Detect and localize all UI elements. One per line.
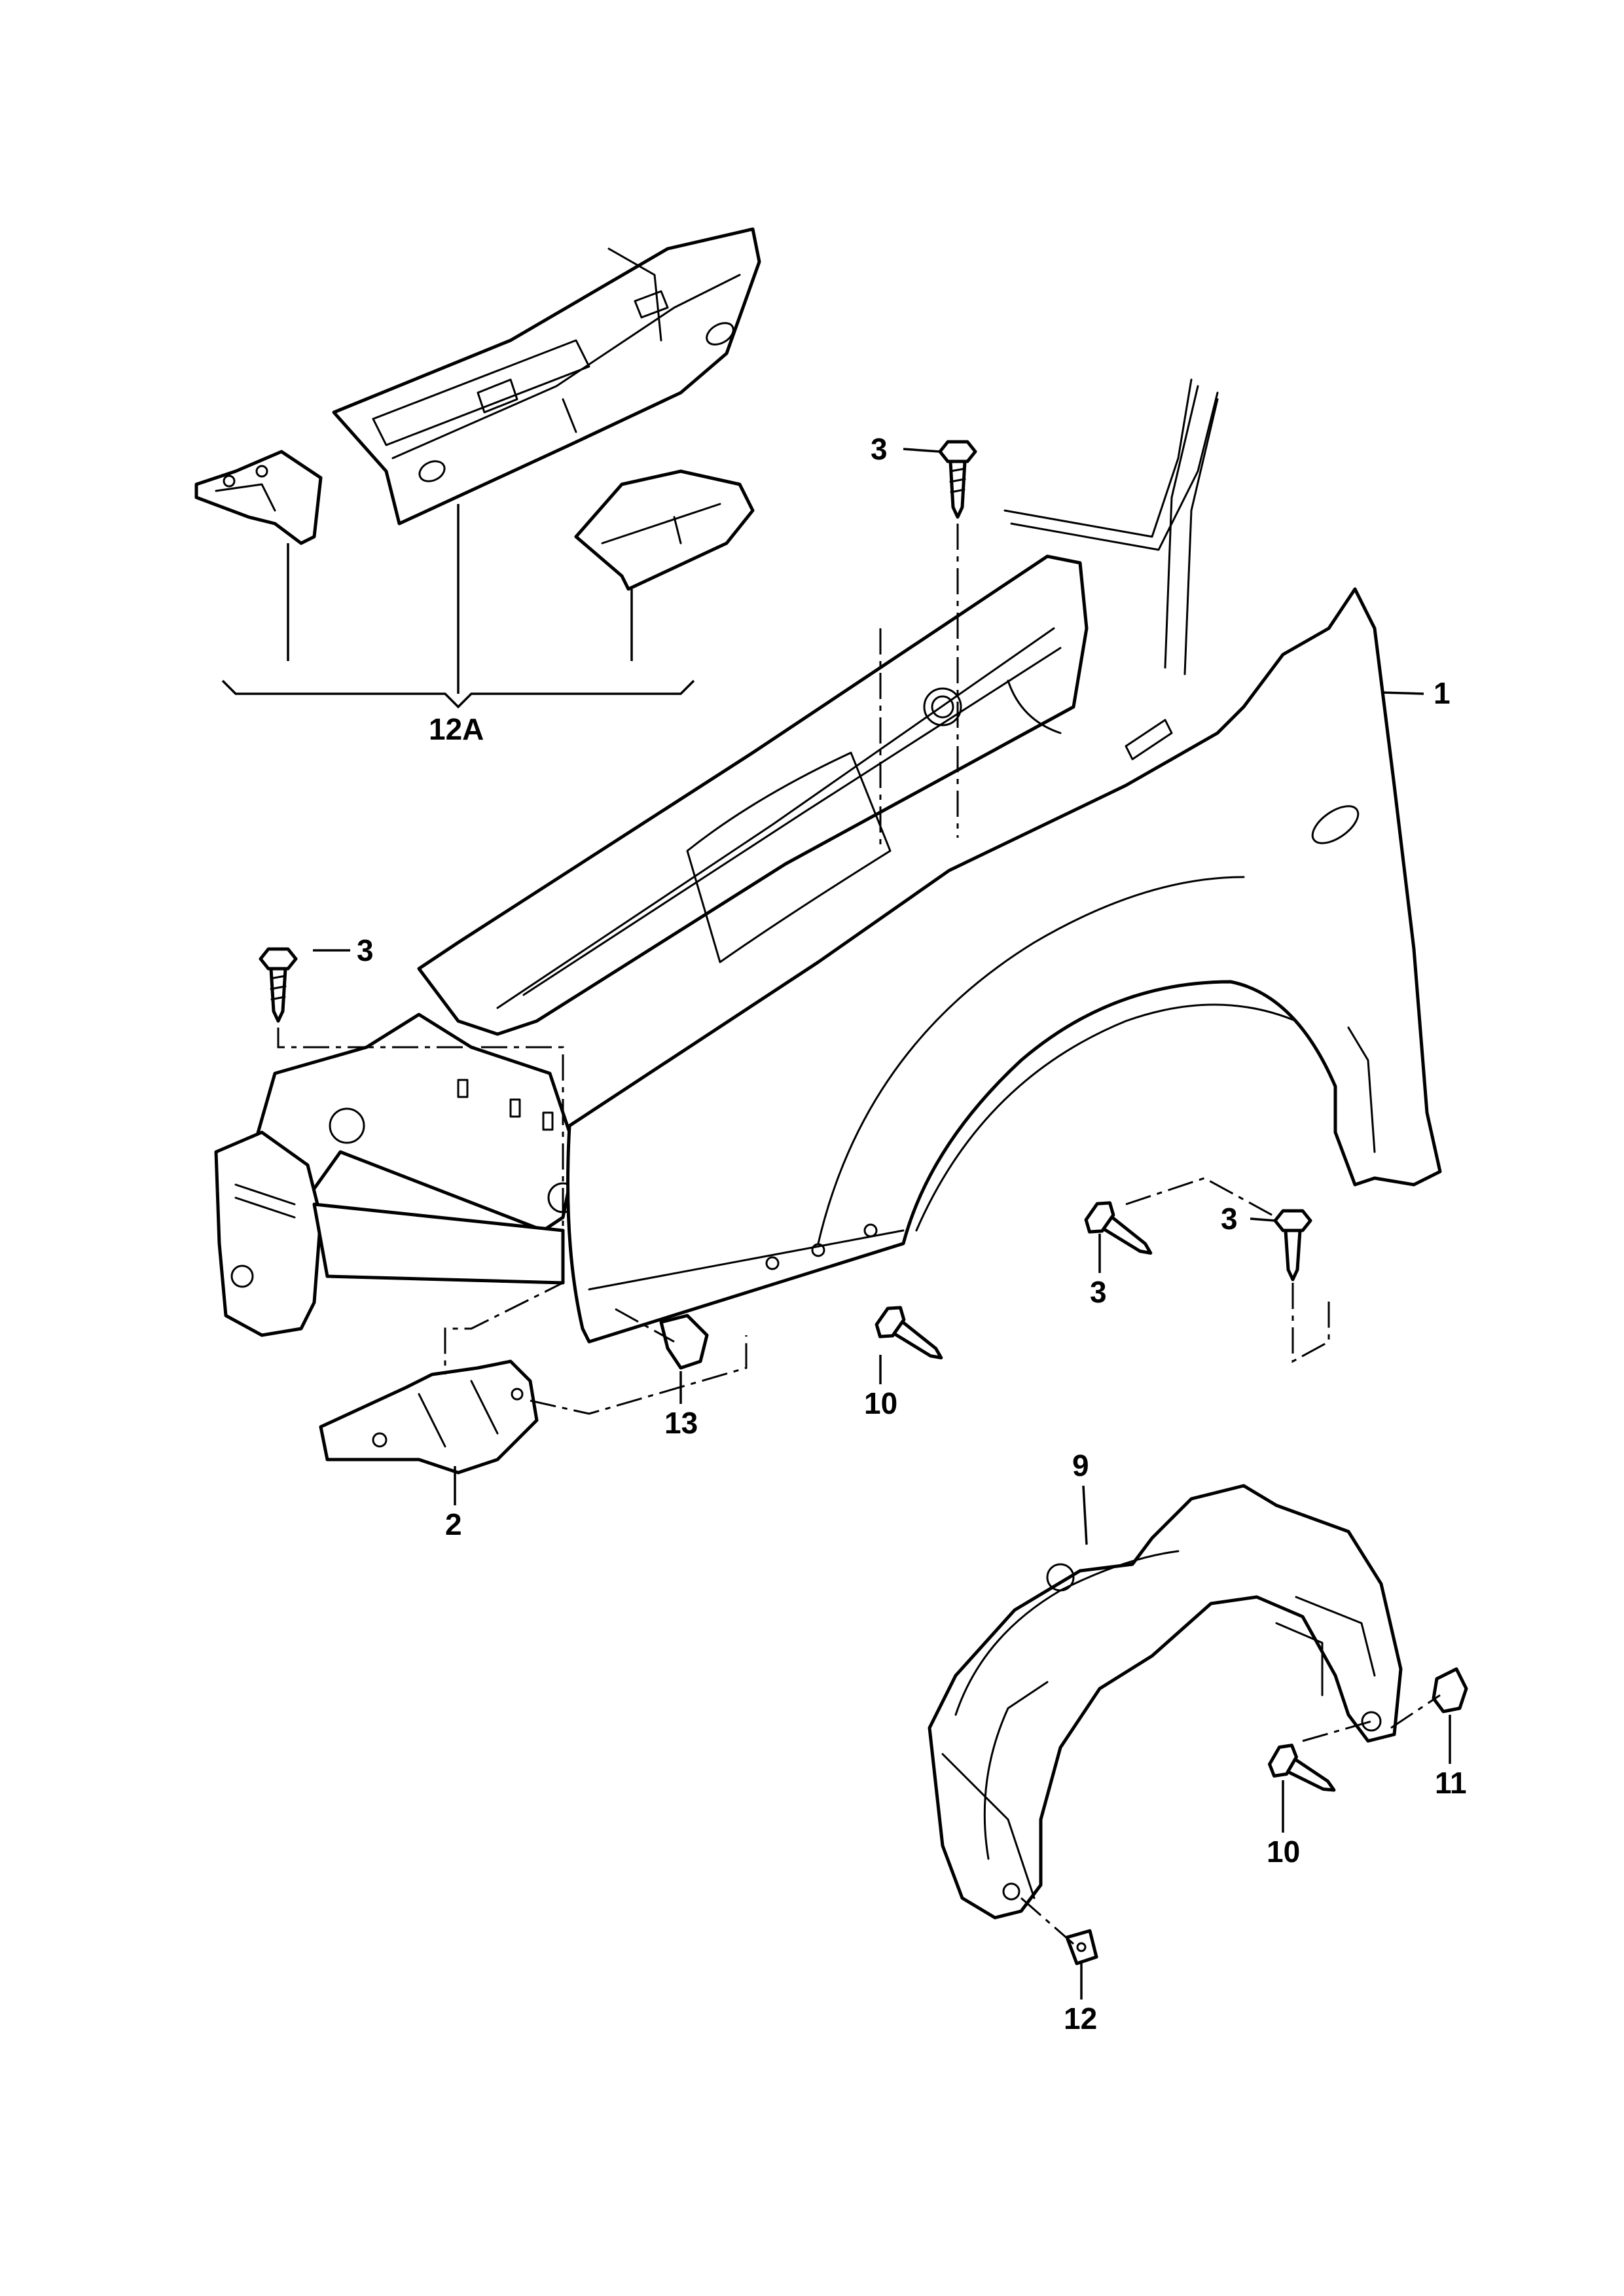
callout-3-right-b: 3 <box>1221 1202 1238 1236</box>
callout-12: 12 <box>1064 2001 1097 2036</box>
part-12a-brace <box>221 504 695 709</box>
callout-3-right-a: 3 <box>1090 1275 1107 1309</box>
callout-13: 13 <box>664 1406 698 1440</box>
callout-11: 11 <box>1435 1766 1467 1800</box>
part-2-lower-bracket <box>319 1359 539 1475</box>
front-fender-panel <box>566 587 1442 1344</box>
part-9-wheelhouse-liner <box>928 1484 1403 1920</box>
clip-12 <box>1065 1929 1098 1965</box>
callout-12a: 12A <box>429 712 484 746</box>
screw-10-lower <box>875 1306 943 1359</box>
screw-10-liner <box>1268 1744 1336 1792</box>
callout-2: 2 <box>445 1507 462 1541</box>
clip-13 <box>659 1314 709 1370</box>
callout-10-liner: 10 <box>1267 1835 1300 1869</box>
screw-3-left <box>259 947 298 1023</box>
screw-3-right-b <box>1273 1209 1312 1282</box>
callout-10-lower: 10 <box>864 1386 897 1420</box>
part-12a-reinforcement-group <box>194 227 761 591</box>
callout-9: 9 <box>1072 1448 1089 1482</box>
callout-1: 1 <box>1434 676 1451 710</box>
callout-leaders <box>313 448 1451 2000</box>
callout-labels: 1 2 3 3 3 3 9 10 10 11 12 12A 13 <box>357 432 1467 2036</box>
fender-apron-rail <box>214 554 1089 1337</box>
screw-3-top <box>938 440 977 519</box>
alignment-lines <box>277 524 1441 1945</box>
clip-11 <box>1432 1667 1468 1713</box>
callout-3-top: 3 <box>871 432 888 466</box>
screw-3-right-a <box>1084 1201 1153 1255</box>
body-structure-outline <box>1003 378 1219 675</box>
callout-3-left: 3 <box>357 933 374 967</box>
